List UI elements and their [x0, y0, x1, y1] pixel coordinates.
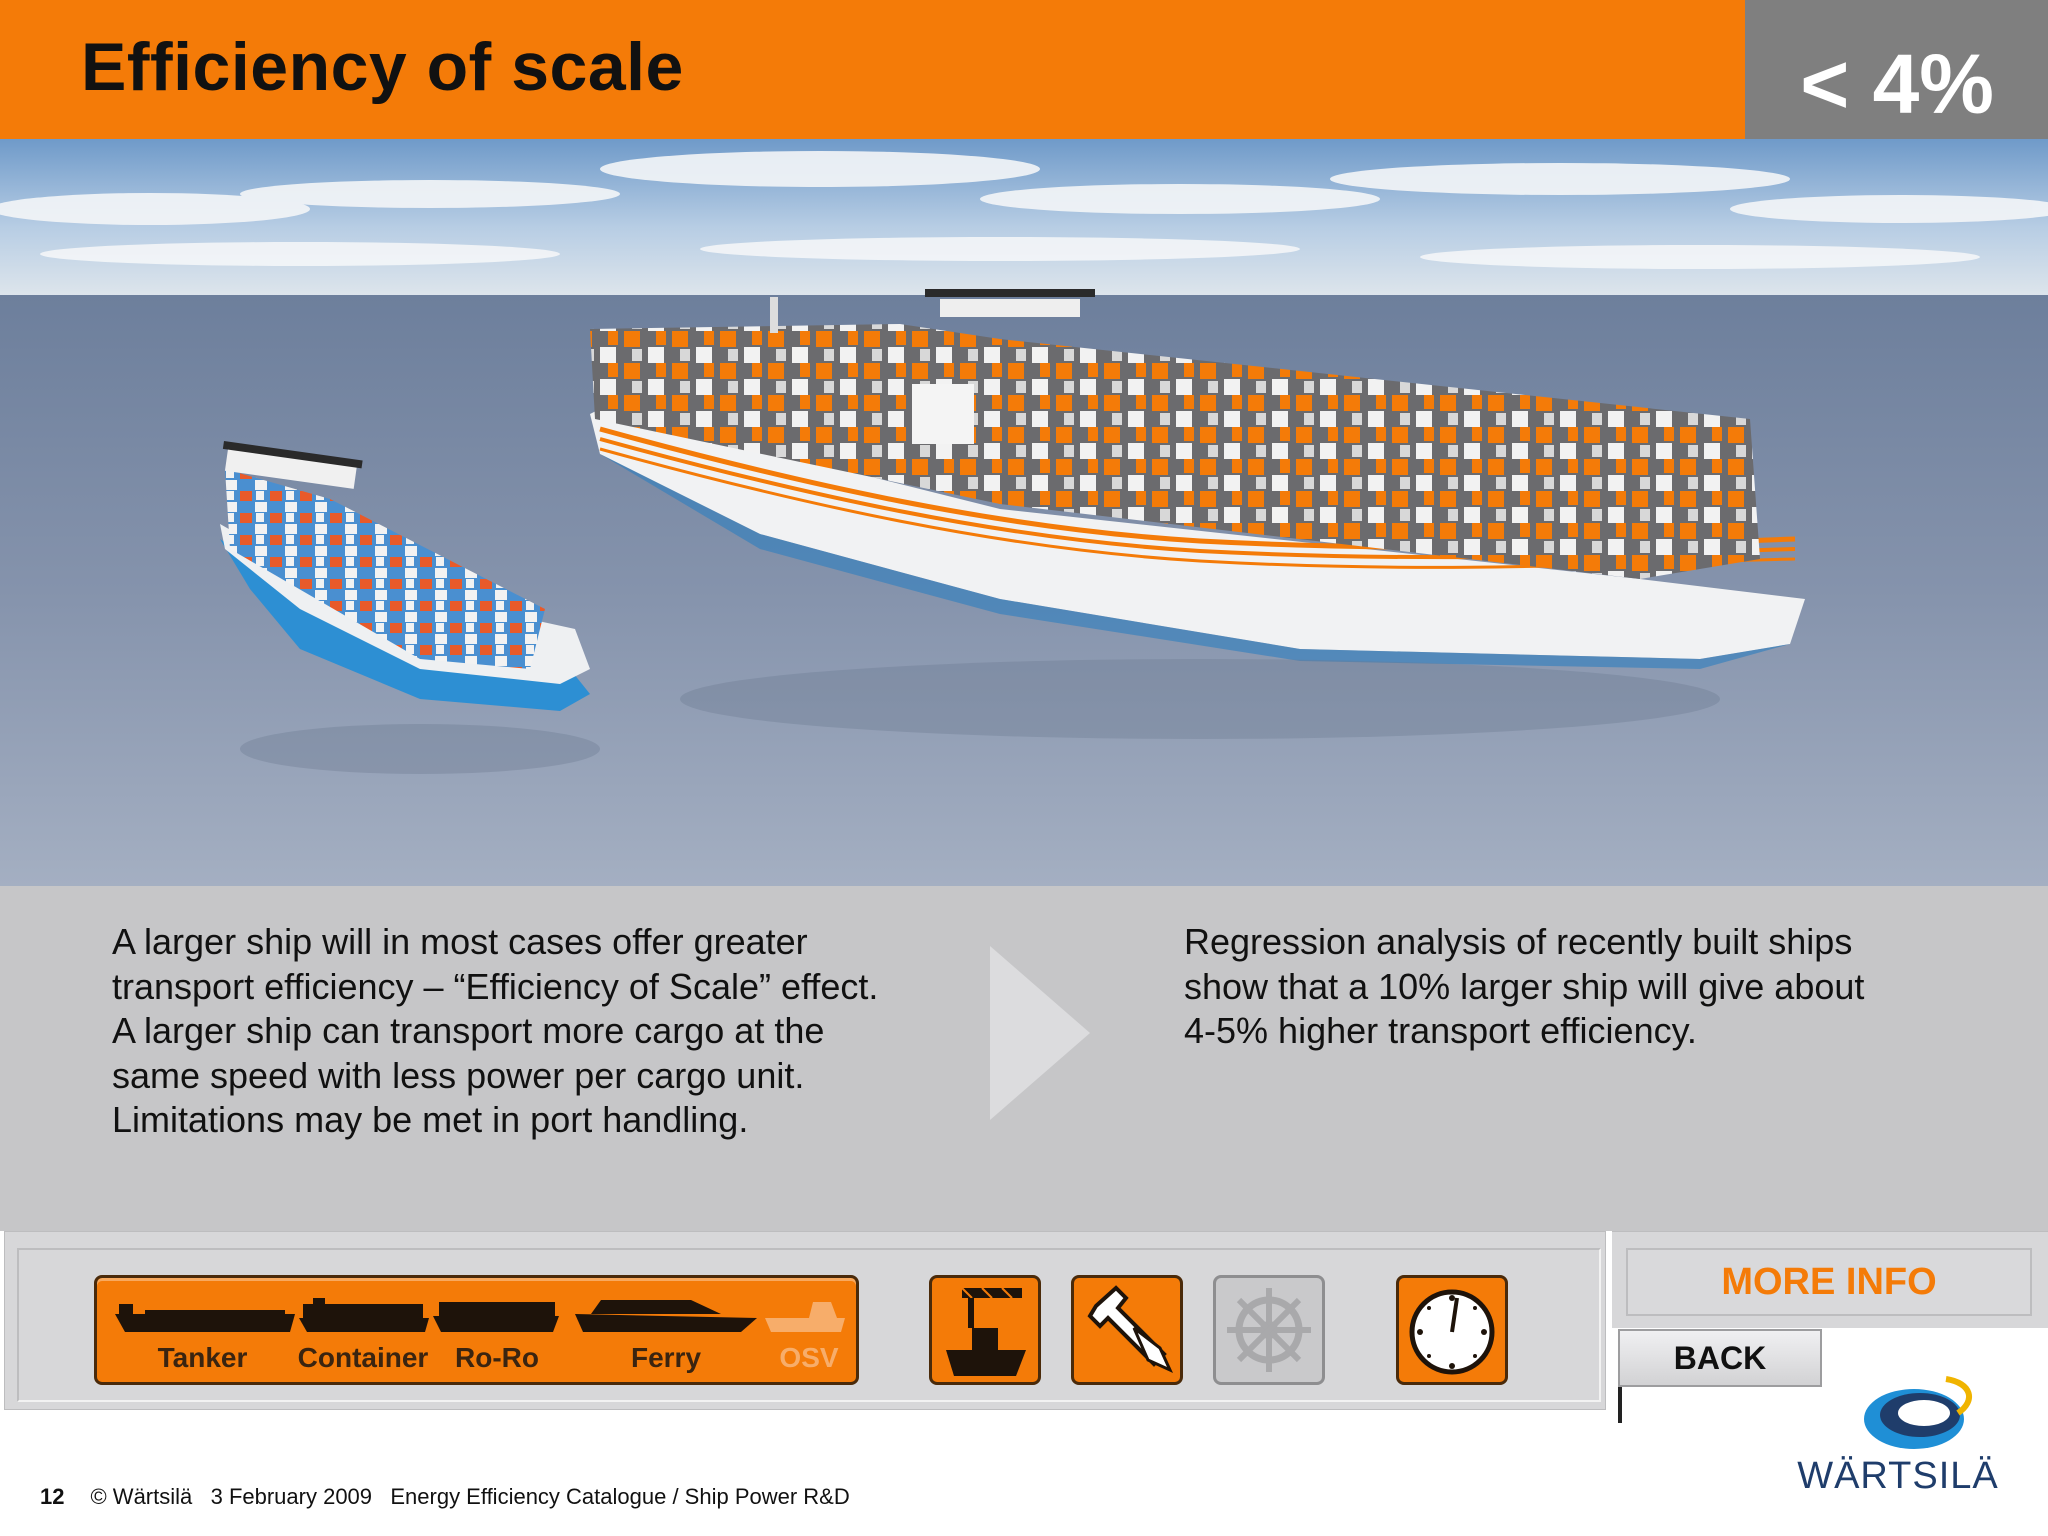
footer-text: © Wärtsilä 3 February 2009 Energy Effici…: [90, 1484, 850, 1509]
tanker-icon: [115, 1304, 295, 1332]
description-left-line: transport efficiency – “Efficiency of Sc…: [112, 965, 879, 1007]
title-bar: [0, 0, 1745, 139]
description-left-line: A larger ship can transport more cargo a…: [112, 1010, 825, 1051]
ship-type-osv: OSV: [761, 1278, 857, 1382]
navigation-panel-inner: [17, 1248, 1601, 1402]
ship-type-container[interactable]: Container: [293, 1278, 433, 1382]
roro-ship-icon: [433, 1302, 559, 1332]
more-info-panel: MORE INFO: [1612, 1231, 2048, 1328]
ship-type-roro[interactable]: Ro-Ro: [427, 1278, 567, 1382]
more-info-button[interactable]: MORE INFO: [1626, 1248, 2032, 1316]
description-right-line: Regression analysis of recently built sh…: [1184, 921, 1853, 962]
ship-wheel-icon: [1227, 1288, 1311, 1372]
osv-icon: [765, 1302, 845, 1332]
page-number: 12: [40, 1484, 65, 1509]
small-container-ship: [220, 441, 590, 711]
container-ship-icon: [299, 1298, 429, 1332]
description-right-line: 4-5% higher transport efficiency.: [1184, 1010, 1697, 1051]
maintenance-button[interactable]: [1071, 1275, 1183, 1385]
ship-type-label: Tanker: [157, 1342, 248, 1373]
ship-type-ferry[interactable]: Ferry: [571, 1278, 761, 1382]
ships-illustration: [0, 139, 2048, 886]
wartsila-logo-icon: [1864, 1376, 1972, 1449]
description-left-line: same speed with less power per cargo uni…: [112, 1054, 805, 1096]
large-container-ship: [590, 289, 1805, 669]
ship-type-tanker[interactable]: Tanker: [105, 1278, 300, 1382]
ship-type-selector: Tanker Container Ro-Ro Ferry OSV: [94, 1275, 859, 1385]
ship-type-label: Container: [297, 1342, 429, 1373]
logo-wordmark: WÄRTSILÄ: [1797, 1455, 1999, 1497]
wrench-icon: [1087, 1285, 1174, 1374]
back-button[interactable]: BACK: [1618, 1329, 1822, 1387]
footer: 12 © Wärtsilä 3 February 2009 Energy Effi…: [40, 1484, 850, 1510]
ferry-icon: [575, 1300, 757, 1332]
description-left-line: Limitations may be met in port handling.: [112, 1099, 749, 1140]
back-button-shadow: [1618, 1387, 1622, 1423]
ship-type-label: Ro-Ro: [455, 1342, 539, 1373]
page-title: Efficiency of scale: [81, 29, 684, 105]
operation-button: [1213, 1275, 1325, 1385]
description-right-line: show that a 10% larger ship will give ab…: [1184, 965, 1865, 1007]
arrow-right-icon: [990, 946, 1090, 1120]
ship-type-label: Ferry: [630, 1342, 702, 1373]
description-left: A larger ship will in most cases offer g…: [112, 920, 972, 1143]
ship-type-label: OSV: [779, 1342, 839, 1373]
clock-icon: [1409, 1289, 1495, 1375]
port-handling-button[interactable]: [929, 1275, 1041, 1385]
description-right: Regression analysis of recently built sh…: [1184, 920, 1964, 1054]
savings-badge: < 4%: [1745, 0, 2048, 139]
description-left-line: A larger ship will in most cases offer g…: [112, 921, 808, 962]
timing-button[interactable]: [1396, 1275, 1508, 1385]
port-crane-icon: [946, 1287, 1026, 1376]
savings-badge-value: < 4%: [1800, 37, 1994, 131]
